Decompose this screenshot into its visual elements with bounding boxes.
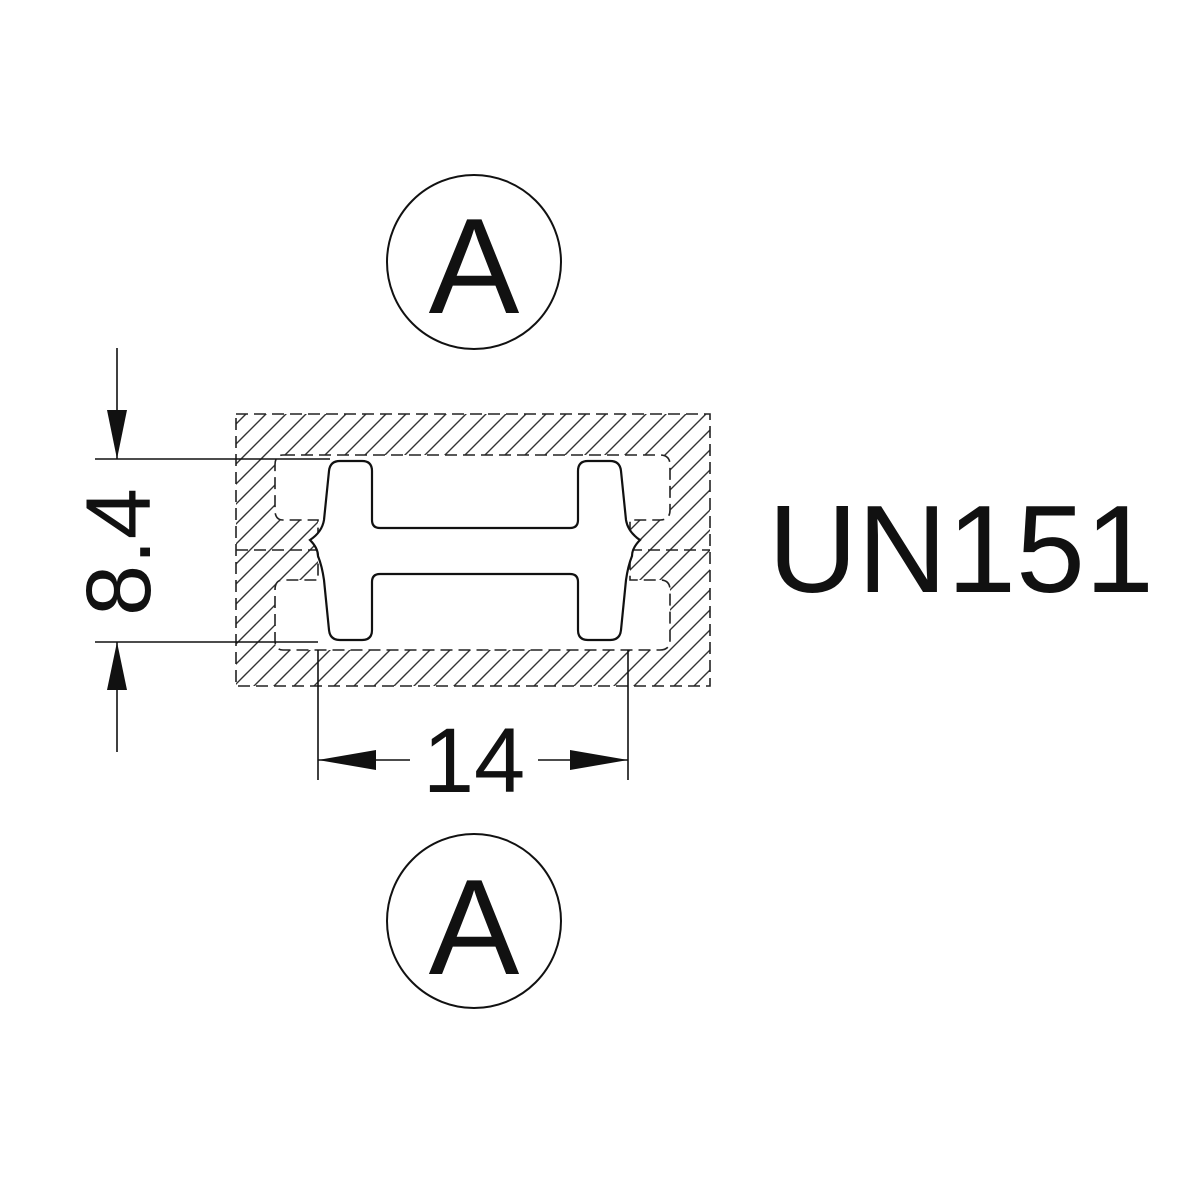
hatched-housing bbox=[235, 413, 711, 687]
section-marker-top: A bbox=[386, 174, 562, 350]
section-letter-top: A bbox=[429, 190, 520, 342]
dimension-height: 8.4 bbox=[68, 348, 330, 752]
seal-profile bbox=[308, 459, 642, 642]
section-letter-bottom: A bbox=[429, 851, 520, 1003]
dimension-width-label: 14 bbox=[423, 710, 525, 812]
section-marker-bottom: A bbox=[386, 833, 562, 1009]
dimension-width: 14 bbox=[317, 650, 629, 812]
part-code: UN151 bbox=[768, 481, 1154, 619]
dimension-height-label: 8.4 bbox=[68, 488, 170, 616]
